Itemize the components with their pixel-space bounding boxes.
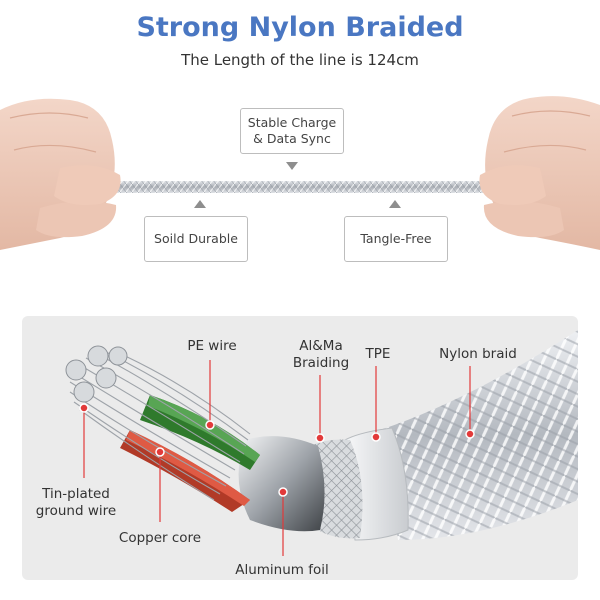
left-thumb — [54, 165, 121, 205]
braided-cable — [88, 181, 512, 193]
nylon-braid-layer — [380, 330, 578, 540]
leader-markers — [79, 403, 475, 497]
label-aluminum-foil: Aluminum foil — [235, 562, 329, 578]
callout-pointer-down — [286, 162, 298, 170]
callout-pointer-up-left — [194, 200, 206, 208]
tangle-free-callout: Tangle-Free — [344, 216, 448, 262]
left-hand — [0, 98, 117, 250]
label-pe-wire: PE wire — [187, 338, 237, 354]
stable-charge-callout: Stable Charge & Data Sync — [240, 108, 344, 154]
label-copper-core: Copper core — [118, 530, 202, 546]
aluminum-foil-layer — [238, 436, 325, 532]
strand-ends — [65, 345, 128, 403]
page-title: Strong Nylon Braided — [136, 12, 464, 43]
braiding-layer — [312, 439, 363, 539]
label-ground-wire: Tin-plated ground wire — [35, 486, 117, 519]
leader-lines — [83, 360, 471, 556]
callout-pointer-up-right — [389, 200, 401, 208]
solid-durable-callout: Soild Durable — [144, 216, 248, 262]
label-nylon-braid: Nylon braid — [439, 346, 517, 362]
right-hand — [483, 96, 600, 251]
inner-wires — [120, 395, 260, 512]
label-tpe: TPE — [365, 346, 391, 362]
cable-scene — [0, 96, 600, 251]
label-braiding: Al&Ma Braiding — [292, 338, 350, 371]
page-subtitle: The Length of the line is 124cm — [181, 51, 419, 69]
right-thumb — [479, 165, 546, 205]
